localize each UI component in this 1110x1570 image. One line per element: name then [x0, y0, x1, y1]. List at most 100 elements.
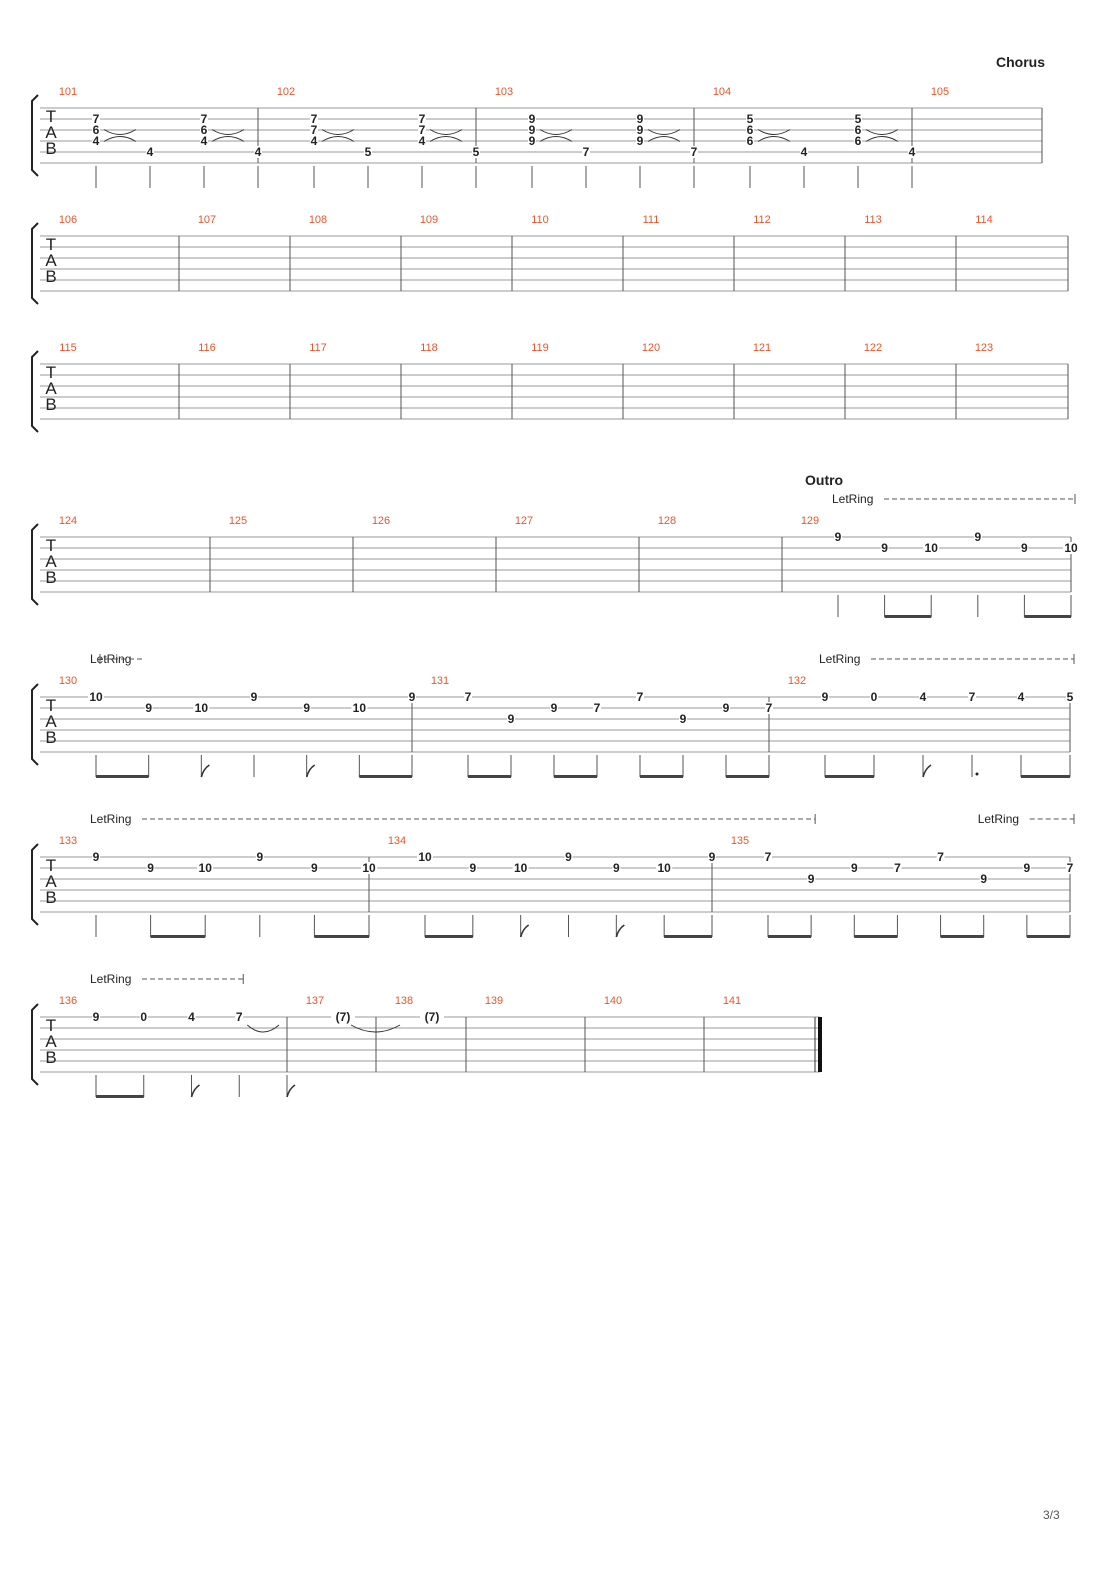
let-ring-label: LetRing [90, 972, 131, 986]
fret-number: 10 [418, 850, 432, 864]
chord-curve [429, 136, 463, 142]
measure-number: 141 [723, 995, 741, 1007]
fret-number: 4 [419, 134, 426, 148]
note-mask [351, 702, 368, 714]
fret-number: 7 [201, 112, 208, 126]
fret-number: 7 [691, 145, 698, 159]
note-mask [472, 146, 480, 158]
note-mask [880, 542, 889, 554]
note-mask [92, 113, 100, 125]
fret-number: 7 [583, 145, 590, 159]
fret-number: (7) [336, 1010, 351, 1024]
fret-number: 4 [801, 145, 808, 159]
note-flag [305, 764, 316, 778]
fret-number: 9 [835, 530, 842, 544]
measure-number: 106 [59, 214, 77, 226]
fret-number: 7 [1067, 861, 1074, 875]
note-beam [768, 935, 812, 938]
fret-number: 9 [147, 861, 154, 875]
measure-number: 108 [309, 214, 327, 226]
measure-number: 124 [59, 515, 77, 527]
note-mask [418, 135, 426, 147]
note-mask [193, 702, 210, 714]
note-mask [1020, 542, 1029, 554]
measure-number: 130 [59, 675, 77, 687]
measure-number: 131 [431, 675, 449, 687]
tab-clef-letter: B [45, 1048, 56, 1067]
note-beam [468, 775, 511, 778]
fret-number: 9 [529, 134, 536, 148]
note-mask [250, 691, 258, 703]
measure-number: 123 [975, 342, 993, 354]
note-mask [722, 702, 730, 714]
note-mask [893, 862, 902, 874]
measure-number: 139 [485, 995, 503, 1007]
note-mask [420, 1011, 444, 1023]
note-mask [187, 1011, 196, 1023]
note-mask [800, 146, 808, 158]
fret-number: 4 [188, 1010, 195, 1024]
fret-number: 7 [419, 123, 426, 137]
measure-number: 125 [229, 515, 247, 527]
measure-number: 137 [306, 995, 324, 1007]
note-mask [854, 113, 862, 125]
tie-arc [246, 1024, 280, 1033]
note-flag [190, 1084, 200, 1098]
tab-clef-letter: A [45, 251, 57, 270]
fret-number: 10 [353, 701, 367, 715]
note-beam [96, 775, 149, 778]
note-mask [821, 691, 829, 703]
note-mask [310, 124, 318, 136]
measure-number: 128 [658, 515, 676, 527]
note-beam [359, 775, 412, 778]
fret-number: 7 [311, 123, 318, 137]
section-label: Chorus [996, 54, 1045, 70]
note-mask [88, 691, 104, 703]
note-mask [528, 135, 536, 147]
tab-clef-letter: A [45, 712, 57, 731]
note-beam [854, 935, 898, 938]
tab-clef-letter: B [45, 568, 56, 587]
tab-clef-letter: T [46, 1016, 56, 1035]
measure-number: 116 [198, 342, 216, 354]
note-beam [554, 775, 597, 778]
tab-clef-letter: A [45, 552, 57, 571]
tab-clef-letter: A [45, 1032, 57, 1051]
system-bracket [31, 523, 39, 606]
note-mask [973, 531, 982, 543]
tab-clef-letter: T [46, 235, 56, 254]
fret-number: 5 [747, 112, 754, 126]
measure-number: 133 [59, 835, 77, 847]
measure-number: 120 [642, 342, 660, 354]
note-beam [425, 935, 473, 938]
chord-curve [211, 129, 245, 135]
fret-number: 0 [140, 1010, 147, 1024]
measure-number: 135 [731, 835, 749, 847]
measure-number: 111 [643, 214, 660, 226]
measure-number: 138 [395, 995, 413, 1007]
note-mask [746, 124, 754, 136]
tab-clef-letter: T [46, 363, 56, 382]
measure-number: 107 [198, 214, 216, 226]
measure-number: 119 [531, 342, 549, 354]
note-mask [690, 146, 698, 158]
system-bracket [31, 1003, 39, 1086]
fret-number: 7 [236, 1010, 243, 1024]
note-mask [636, 113, 644, 125]
section-label: Outro [805, 472, 843, 488]
note-mask [612, 862, 621, 874]
fret-number: 9 [980, 872, 987, 886]
note-mask [468, 862, 477, 874]
measure-number: 115 [59, 342, 77, 354]
note-mask [656, 862, 673, 874]
chord-curve [211, 136, 245, 142]
chord-curve [321, 129, 355, 135]
fret-number: 5 [473, 145, 480, 159]
note-mask [582, 146, 590, 158]
note-mask [979, 873, 988, 885]
note-mask [854, 124, 862, 136]
fret-number: 6 [855, 134, 862, 148]
